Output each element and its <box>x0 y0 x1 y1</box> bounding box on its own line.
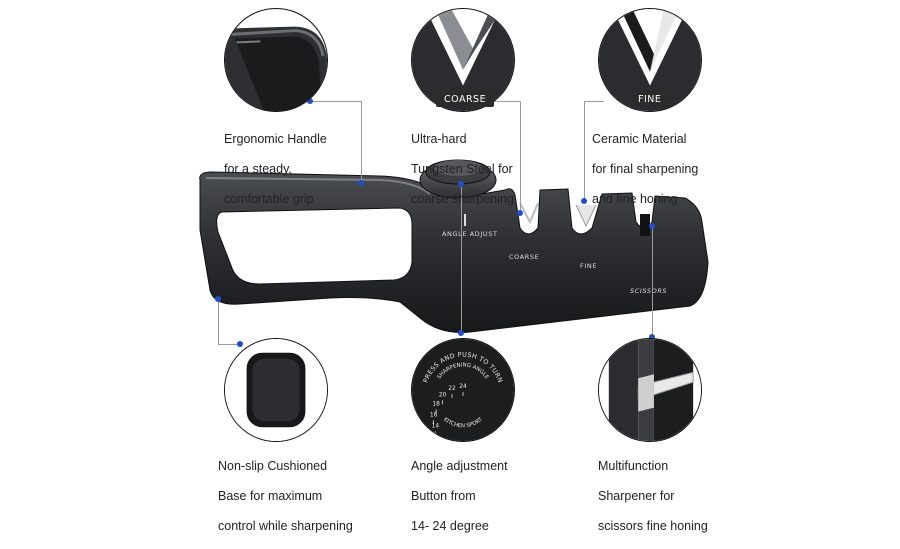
scissors-detail-circle <box>598 338 702 442</box>
base-detail-circle <box>224 338 328 442</box>
connector-base-h <box>218 344 240 345</box>
dial-tick-label: 24 <box>459 384 467 390</box>
base-dot <box>215 296 221 302</box>
product-infographic: ANGLE ADJUST COARSE FINE SCISSORS <box>199 8 709 533</box>
dial-tick-label: 22 <box>448 386 456 392</box>
angle-knob-dot <box>458 181 464 187</box>
coarse-tag: COARSE <box>436 92 495 107</box>
scissors-dot <box>649 223 655 229</box>
fine-tag: FINE <box>630 92 670 107</box>
connector-base-v <box>218 299 219 345</box>
connector-angle-v <box>461 184 462 334</box>
connector-coarse-h <box>493 101 521 102</box>
dial-tick-label: 18 <box>432 401 440 407</box>
coarse-slot-label: COARSE <box>509 253 540 261</box>
handle-detail-circle <box>224 8 328 112</box>
base-caption: Non-slip Cushioned Base for maximum cont… <box>218 459 353 533</box>
angle-adjust-label: ANGLE ADJUST <box>442 230 498 238</box>
angle-dial-circle: PRESS AND PUSH TO TURN SHARPENING ANGLE … <box>411 338 515 442</box>
angle-marker <box>464 214 466 226</box>
fine-slot-label: FINE <box>580 262 598 270</box>
base-circle-dot <box>237 341 243 347</box>
scissors-caption: Multifunction Sharpener for scissors fin… <box>598 459 708 533</box>
connector-scissors-v <box>652 226 653 338</box>
connector-fine-h <box>584 101 604 102</box>
coarse-caption: Ultra-hard Tungsten Steel for coarse sha… <box>411 132 514 206</box>
scissors-slot-label: SCISSORS <box>630 287 668 295</box>
scissors-circle-dot <box>649 334 655 340</box>
dial-tick-label: 16 <box>430 412 438 418</box>
connector-handle-v <box>361 101 362 183</box>
angle-dial-image: PRESS AND PUSH TO TURN SHARPENING ANGLE … <box>412 339 514 441</box>
handle-detail-image <box>225 26 327 111</box>
handle-circle-dot <box>307 98 313 104</box>
fine-dot <box>581 198 587 204</box>
handle-opening <box>216 207 413 285</box>
coarse-detail-circle <box>411 8 515 112</box>
connector-handle-h <box>310 101 362 102</box>
dial-tick-label: 20 <box>439 392 447 398</box>
connector-fine-v <box>584 101 585 201</box>
handle-caption: Ergonomic Handle for a steady, comfortab… <box>224 132 327 206</box>
scissors-slot-image <box>599 339 701 441</box>
fine-caption: Ceramic Material for final sharpening an… <box>592 132 699 206</box>
angle-dial-dot <box>458 330 464 336</box>
base-pad-image <box>225 339 327 441</box>
connector-coarse-v <box>520 101 521 213</box>
knife-sharpener-illustration <box>199 159 709 333</box>
handle-dot <box>358 180 364 186</box>
angle-caption: Angle adjustment Button from 14- 24 degr… <box>411 459 508 533</box>
coarse-dot <box>517 210 523 216</box>
dial-tick-label: 14 <box>432 424 440 430</box>
